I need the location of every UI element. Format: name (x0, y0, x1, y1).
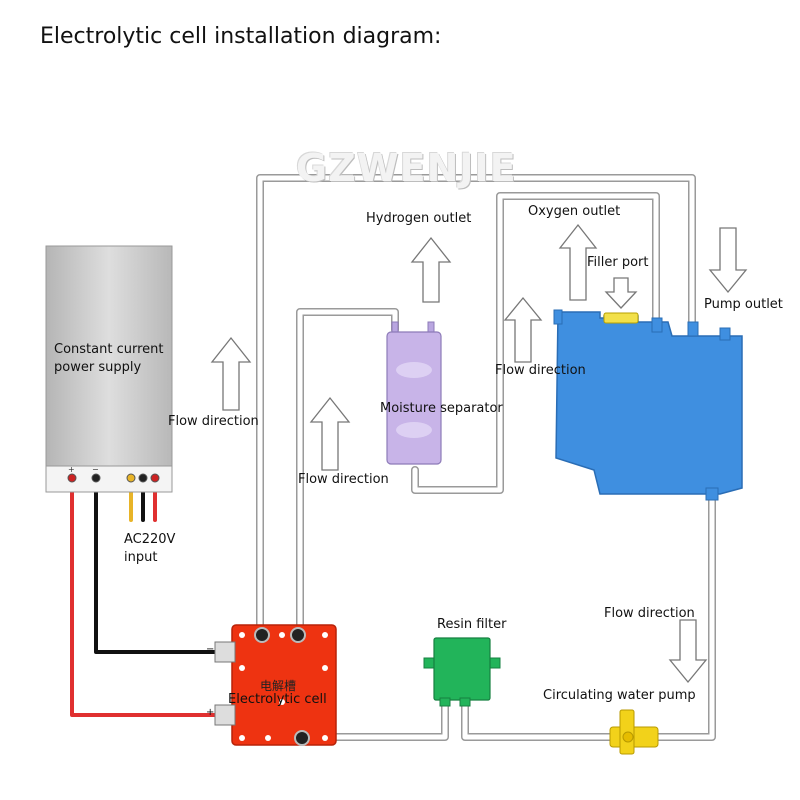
svg-text:−: − (92, 465, 99, 474)
hydrogen-outlet-label: Hydrogen outlet (366, 211, 472, 226)
resin-filter (423, 637, 501, 707)
pump-outlet-arrow-icon (708, 227, 748, 294)
electrolytic-cell-body (214, 624, 337, 746)
red-wire (70, 476, 227, 717)
moisture-separator-label: Moisture separator (380, 401, 503, 416)
svg-text:+: + (68, 465, 75, 474)
power-supply: + − (45, 245, 173, 493)
oxygen-outlet-label: Oxygen outlet (528, 204, 621, 219)
hydrogen-outlet-arrow-icon (410, 236, 452, 303)
flow-arrow-right-icon (503, 296, 543, 363)
circulating-pump (609, 709, 659, 755)
ac-input-label-line1: AC220V (124, 532, 176, 547)
power-supply-label-line2: power supply (54, 360, 142, 375)
flow-direction-label-left: Flow direction (168, 414, 259, 429)
page-title: Electrolytic cell installation diagram: (40, 24, 442, 49)
resin-filter-label: Resin filter (437, 617, 507, 632)
filler-port-arrow-icon (604, 277, 638, 309)
flow-direction-label-right: Flow direction (495, 363, 586, 378)
cell-terminal-minus: − (206, 644, 215, 655)
moisture-separator (386, 321, 442, 465)
flow-direction-label-mid: Flow direction (298, 472, 389, 487)
circulating-pump-label: Circulating water pump (543, 688, 696, 703)
watermark: GZWENJIE (296, 146, 517, 190)
power-supply-label-line1: Constant current (54, 342, 164, 357)
pump-outlet-label: Pump outlet (704, 297, 783, 312)
filler-cap (603, 312, 639, 324)
flow-arrow-mid-icon (309, 396, 351, 471)
electrolytic-cell-label-cn: 电解槽 (260, 679, 297, 693)
flow-arrow-down-icon (668, 619, 708, 684)
flow-arrow-left-icon (210, 336, 252, 411)
flow-direction-label-pump: Flow direction (604, 606, 695, 621)
filler-port-label: Filler port (587, 255, 649, 270)
electrolytic-cell-label: Electrolytic cell (228, 692, 327, 707)
black-wire (94, 476, 227, 654)
oxygen-outlet-arrow-icon (558, 223, 598, 301)
wiring (70, 476, 227, 717)
tubing (256, 174, 716, 741)
cell-terminal-plus: + (206, 707, 215, 718)
ac-input-label-line2: input (124, 550, 158, 565)
water-tank (553, 309, 743, 501)
